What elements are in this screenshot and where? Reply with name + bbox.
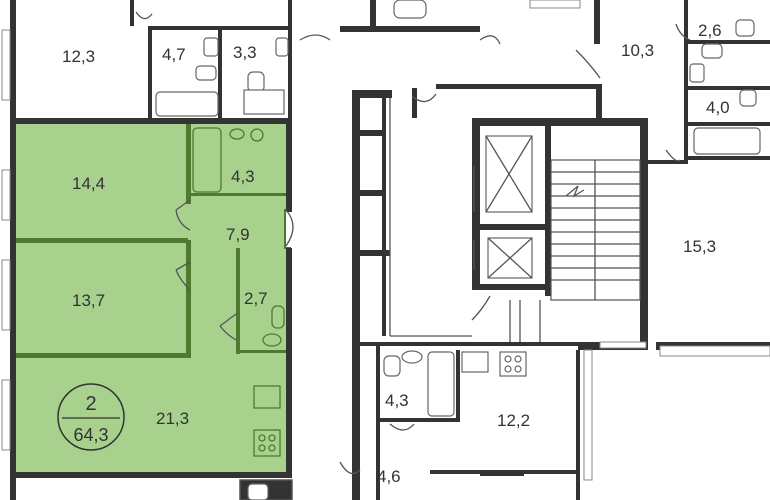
label-apt-top-left-bath: 4,7	[162, 45, 186, 64]
badge-circle	[57, 383, 125, 451]
toilet-icon-2	[271, 305, 285, 329]
bathtub-icon-tl	[155, 91, 219, 117]
walls	[10, 0, 770, 500]
kitchen-sink-icon	[253, 385, 281, 409]
toilet-icon-b	[383, 355, 401, 377]
room-labels: 12,3 4,7 3,3 10,3 2,6 4,0 14,4 4,3 7,9 1…	[62, 21, 730, 486]
toilet-icon-tl2	[247, 71, 265, 93]
badge-rooms-count: 2	[85, 393, 96, 415]
bathtub-icon	[192, 127, 222, 193]
windows	[1, 0, 770, 481]
label-hl-bedroom-2: 13,7	[72, 291, 105, 310]
label-apt-top-right-wc: 2,6	[698, 21, 722, 40]
doors	[135, 11, 691, 475]
cabinet-tl	[243, 89, 285, 115]
sink-icon-bl	[247, 483, 269, 500]
sink-icon-tr	[701, 43, 723, 59]
badge-total-area: 64,3	[73, 425, 108, 445]
label-hl-hall: 7,9	[226, 225, 250, 244]
label-hl-wc: 2,7	[244, 289, 268, 308]
stove-icon	[253, 429, 281, 457]
toilet-icon	[250, 128, 264, 142]
sink-icon-2	[262, 333, 282, 347]
toilet-icon-top	[393, 0, 427, 19]
kitchen-sink-icon-b	[461, 351, 489, 373]
label-hl-bathroom: 4,3	[231, 167, 255, 186]
apartment-badge[interactable]: 2 64,3	[57, 383, 125, 451]
sink-icon	[229, 128, 245, 140]
label-apt-top-right-room: 10,3	[621, 41, 654, 60]
staircase	[550, 159, 641, 301]
label-apt-right-room: 15,3	[683, 237, 716, 256]
fixtures	[155, 0, 761, 500]
label-hl-bedroom-1: 14,4	[72, 174, 105, 193]
label-hl-living: 21,3	[156, 409, 189, 428]
label-apt-bottom-hall: 4,6	[377, 467, 401, 486]
stove-icon-b	[499, 351, 527, 377]
bathtub-icon-b	[427, 351, 455, 417]
label-apt-bottom-bath: 4,3	[385, 391, 409, 410]
label-apt-top-right-bath: 4,0	[706, 98, 730, 117]
label-apt-top-left-room: 12,3	[62, 47, 95, 66]
label-apt-bottom-room: 12,2	[497, 411, 530, 430]
toilet-icon-tr	[735, 19, 755, 37]
toilet-icon-tr2	[689, 63, 705, 83]
sink-icon-tl	[203, 37, 219, 57]
interior-lines	[389, 98, 541, 342]
sink-icon-b	[401, 350, 423, 364]
toilet-icon-tl	[195, 65, 217, 81]
label-apt-top-left-wc: 3,3	[233, 43, 257, 62]
sink-icon-tr2	[739, 89, 757, 107]
sink-icon-tl2	[275, 37, 289, 57]
bathtub-icon-tr	[693, 127, 761, 155]
